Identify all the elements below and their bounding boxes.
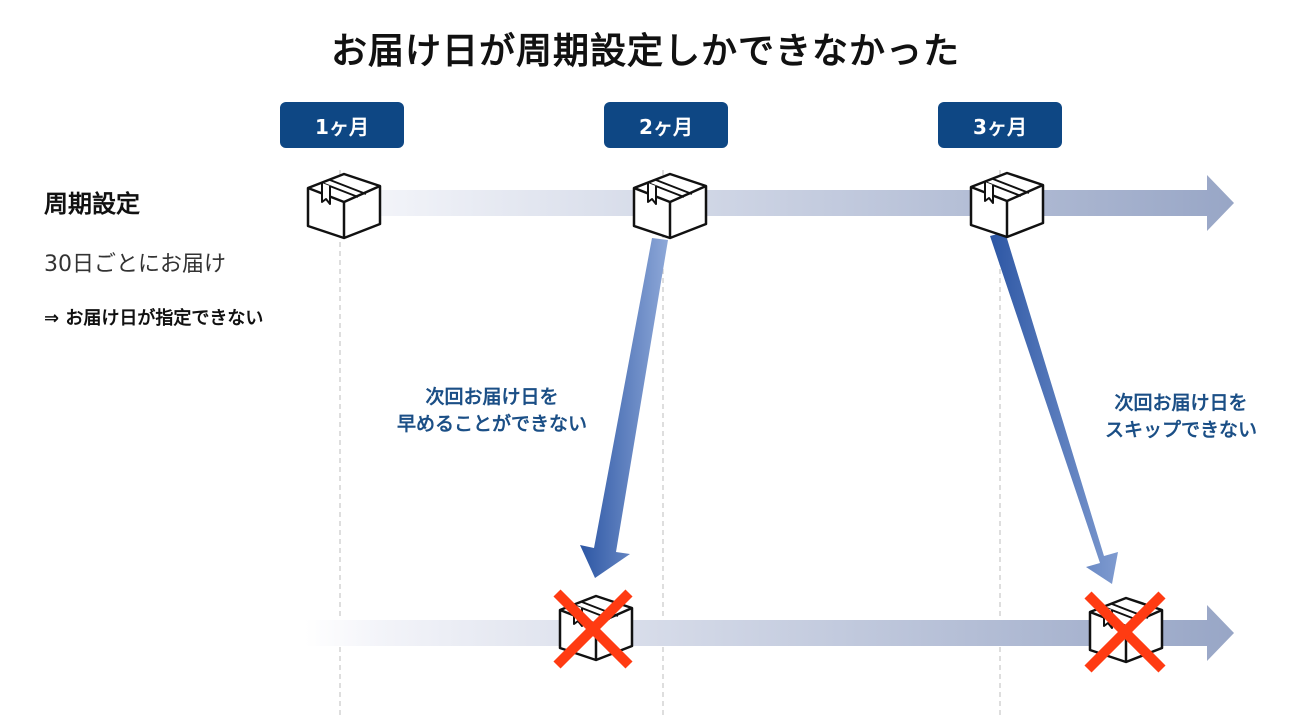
month-badge-2: 2ヶ月: [604, 102, 728, 148]
package-icon: [969, 171, 1045, 239]
skip-callout: 次回お届け日を スキップできない: [1076, 390, 1286, 444]
advance-callout-line-2: 早めることができない: [396, 413, 587, 435]
package-icon: [632, 172, 708, 240]
schedule-heading: 周期設定: [44, 190, 140, 218]
cross-icon: [553, 589, 633, 669]
month-badge-3: 3ヶ月: [938, 102, 1062, 148]
skip-callout-line-2: スキップできない: [1104, 419, 1257, 441]
advance-callout: 次回お届け日を 早めることができない: [372, 384, 612, 438]
package-icon: [306, 172, 382, 240]
skip-arrow: [990, 232, 1118, 584]
month-badge-1: 1ヶ月: [280, 102, 404, 148]
advance-callout-line-1: 次回お届け日を: [425, 386, 559, 408]
request-timeline-arrow: [305, 605, 1234, 661]
skip-callout-line-1: 次回お届け日を: [1114, 392, 1248, 414]
advance-arrow: [580, 238, 668, 578]
page-title: お届け日が周期設定しかできなかった: [330, 31, 960, 72]
schedule-note: ⇒ お届け日が指定できない: [44, 308, 264, 329]
schedule-timeline-arrow: [345, 175, 1234, 231]
cross-icon: [1084, 591, 1166, 673]
schedule-interval: 30日ごとにお届け: [44, 252, 226, 277]
